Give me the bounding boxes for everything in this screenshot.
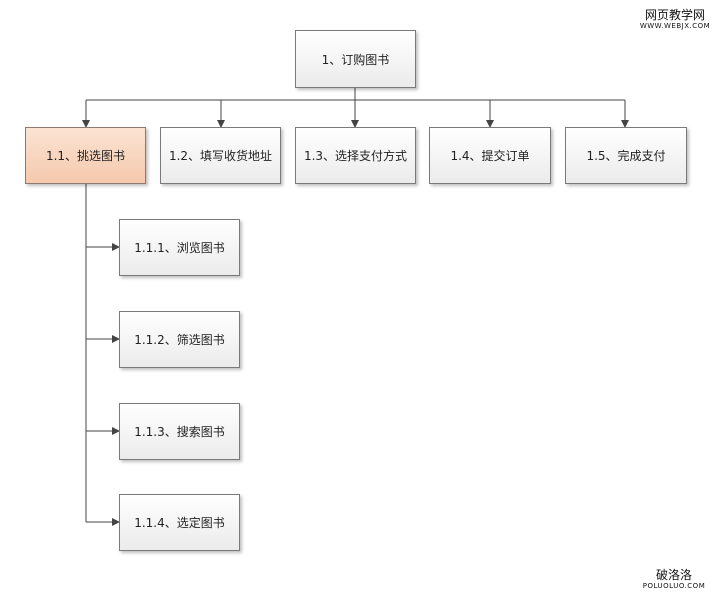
watermark-top: 网页教学网 WWW.WEBJX.COM	[634, 8, 716, 31]
node-1-1-1-label: 1.1.1、浏览图书	[134, 241, 225, 255]
node-1-2-label: 1.2、填写收货地址	[168, 149, 273, 163]
node-1-3[interactable]: 1.3、选择支付方式	[295, 127, 416, 184]
node-1-5-label: 1.5、完成支付	[586, 149, 666, 163]
node-1-4[interactable]: 1.4、提交订单	[429, 127, 551, 184]
node-1-1-3[interactable]: 1.1.3、搜索图书	[119, 403, 240, 460]
node-1-3-label: 1.3、选择支付方式	[303, 149, 408, 163]
node-1-1-1[interactable]: 1.1.1、浏览图书	[119, 219, 240, 276]
watermark-top-en: WWW.WEBJX.COM	[639, 22, 711, 30]
node-1-5[interactable]: 1.5、完成支付	[565, 127, 687, 184]
node-1-1-2[interactable]: 1.1.2、筛选图书	[119, 311, 240, 368]
node-1-1-3-label: 1.1.3、搜索图书	[134, 425, 225, 439]
watermark-bottom-cn: 破洛洛	[655, 568, 692, 582]
node-1-2[interactable]: 1.2、填写收货地址	[160, 127, 281, 184]
node-1-1-2-label: 1.1.2、筛选图书	[134, 333, 225, 347]
node-1-1-4[interactable]: 1.1.4、选定图书	[119, 494, 240, 551]
watermark-bottom: 破洛洛 POLUOLUO.COM	[636, 568, 712, 591]
node-1-1-4-label: 1.1.4、选定图书	[134, 516, 225, 530]
node-1-1-label: 1.1、挑选图书	[45, 149, 126, 163]
node-root[interactable]: 1、订购图书	[295, 30, 416, 88]
watermark-bottom-en: POLUOLUO.COM	[642, 582, 706, 590]
watermark-top-cn: 网页教学网	[644, 8, 705, 22]
node-1-4-label: 1.4、提交订单	[450, 149, 530, 163]
node-root-label: 1、订购图书	[321, 52, 390, 67]
node-1-1[interactable]: 1.1、挑选图书	[25, 127, 146, 184]
